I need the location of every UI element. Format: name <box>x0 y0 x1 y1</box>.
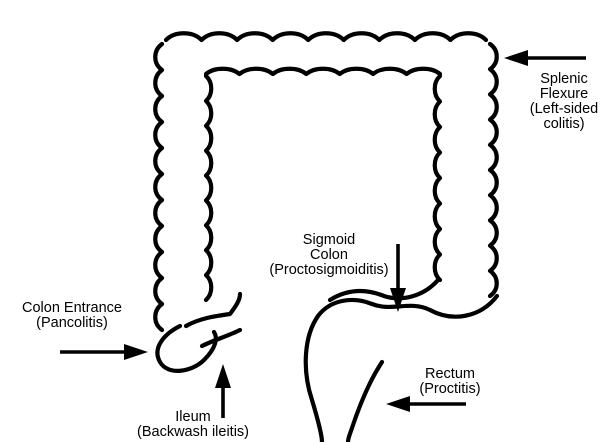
label-sigmoid-line-1: Sigmoid <box>258 233 400 248</box>
label-rectum-line-2: (Proctitis) <box>406 382 494 397</box>
cecum-pouch <box>157 326 215 371</box>
label-ileum-line-1: Ileum <box>118 410 268 425</box>
label-rectum: Rectum (Proctitis) <box>406 367 494 397</box>
arrow-entrance-head <box>124 344 148 360</box>
arrow-colon-entrance <box>60 344 148 360</box>
label-entrance-line-2: (Pancolitis) <box>6 316 138 331</box>
label-colon-entrance: Colon Entrance (Pancolitis) <box>6 301 138 331</box>
descending-colon-inner-wall <box>435 76 440 280</box>
label-splenic-line-3: (Left-sided <box>522 102 606 117</box>
label-splenic-line-1: Splenic <box>522 72 606 87</box>
label-sigmoid-line-2: Colon <box>258 248 400 263</box>
label-ileum-line-2: (Backwash ileitis) <box>118 425 268 440</box>
label-splenic-line-4: colitis) <box>522 117 606 132</box>
label-rectum-line-1: Rectum <box>406 367 494 382</box>
rectum-right-wall <box>348 362 382 442</box>
arrow-rectum-head <box>386 396 410 412</box>
ileum-upper-wall <box>186 294 240 326</box>
label-splenic-line-2: Flexure <box>522 87 606 102</box>
ascending-colon-outer-wall <box>155 44 162 330</box>
sigmoid-colon-lower-wall <box>330 280 438 300</box>
transverse-colon-outer-wall <box>166 33 486 40</box>
arrow-rectum <box>386 396 466 412</box>
label-sigmoid-line-3: (Proctosigmoiditis) <box>258 263 400 278</box>
ascending-colon-inner-wall <box>206 76 211 300</box>
label-sigmoid-colon: Sigmoid Colon (Proctosigmoiditis) <box>258 233 400 278</box>
label-ileum: Ileum (Backwash ileitis) <box>118 410 268 440</box>
arrow-splenic-head <box>504 50 528 66</box>
label-entrance-line-1: Colon Entrance <box>6 301 138 316</box>
transverse-colon-inner-wall <box>206 69 440 74</box>
label-splenic-flexure: Splenic Flexure (Left-sided colitis) <box>522 72 606 132</box>
ileum-lower-wall <box>202 330 240 346</box>
arrow-ileum-head <box>215 364 231 388</box>
descending-colon-outer-wall <box>490 44 497 296</box>
arrow-splenic-flexure <box>504 50 586 66</box>
